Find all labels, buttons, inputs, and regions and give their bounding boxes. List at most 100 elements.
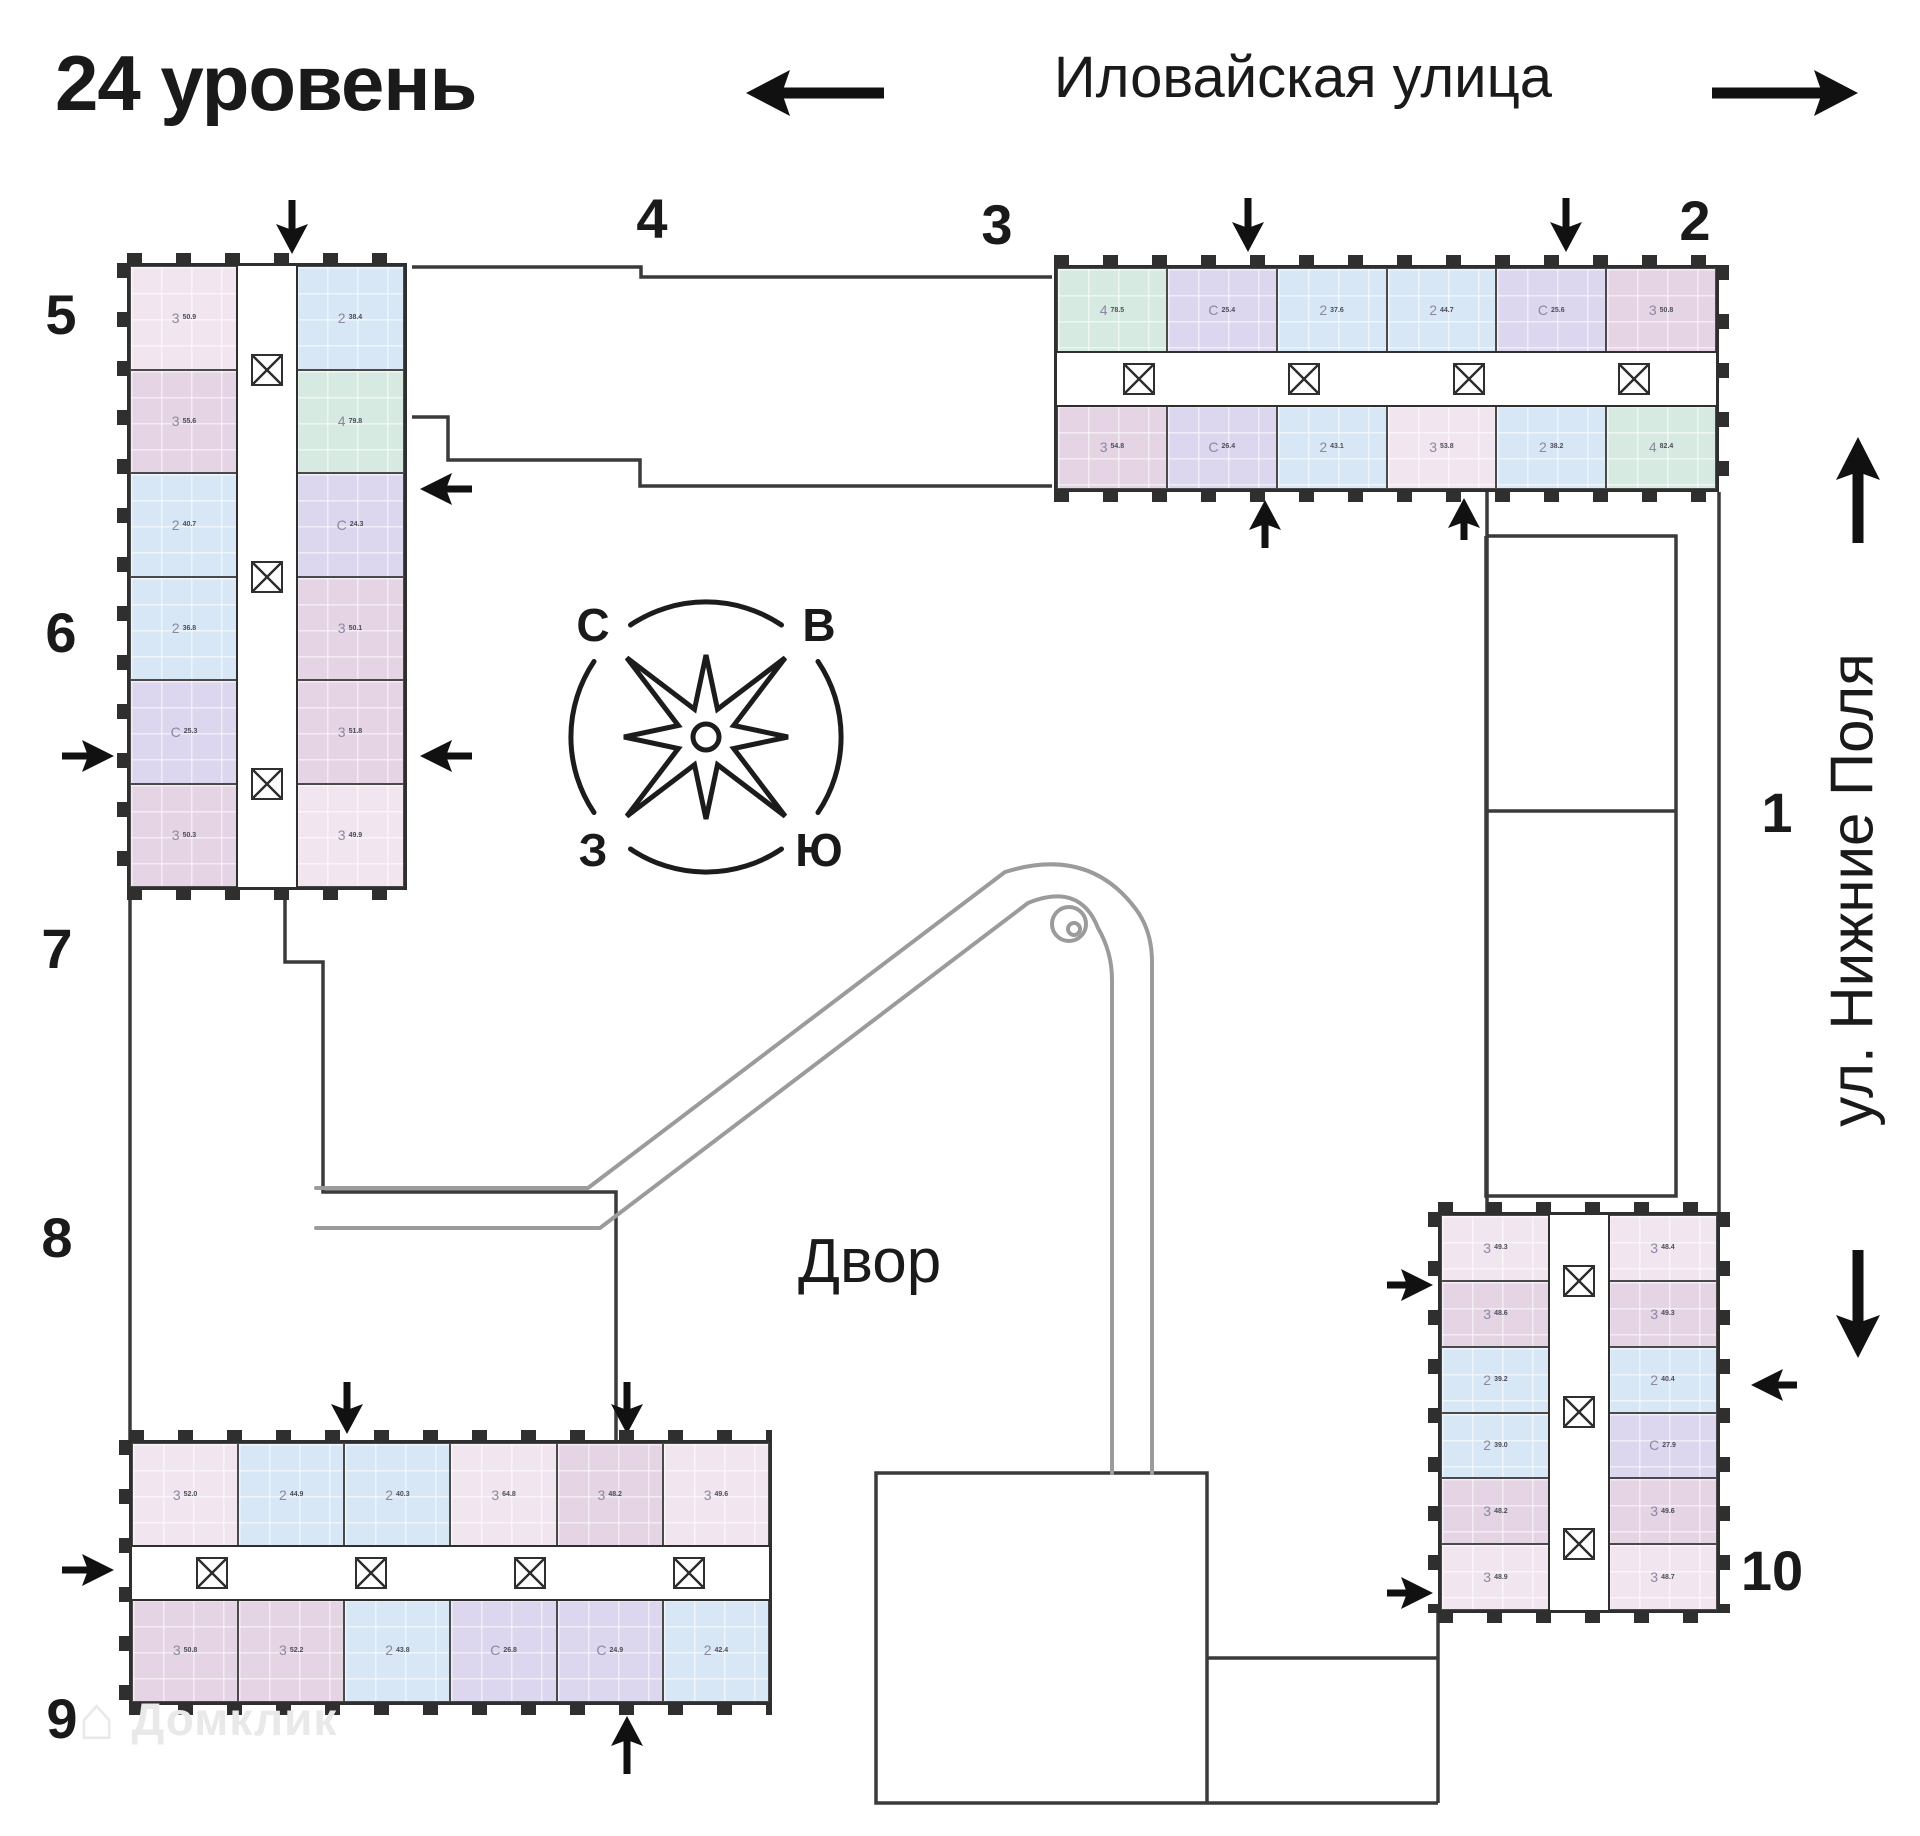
section-number-3: 3 bbox=[981, 193, 1013, 256]
balcony-ticks bbox=[117, 263, 128, 890]
unit-type-label: 3 bbox=[337, 723, 346, 740]
unit-type-label: С bbox=[596, 1642, 607, 1659]
unit-area-label: 44.9 bbox=[289, 1491, 304, 1499]
unit-type-label: 2 bbox=[171, 516, 180, 533]
unit-type-label: 2 bbox=[171, 620, 180, 637]
entrance-arrow-b10-right bbox=[1751, 1369, 1797, 1401]
balcony-ticks bbox=[129, 1704, 772, 1715]
entrance-arrow-b32-bottom-2 bbox=[1448, 498, 1480, 540]
unit-area-label: 52.2 bbox=[289, 1646, 304, 1654]
section-number-1: 1 bbox=[1761, 781, 1793, 844]
unit-area-label: 42.4 bbox=[714, 1646, 729, 1654]
unit-area-label: 39.2 bbox=[1494, 1376, 1508, 1384]
unit-area-label: 49.3 bbox=[1494, 1244, 1508, 1252]
street-label-top: Иловайская улица bbox=[1053, 45, 1553, 110]
unit-area-label: 48.2 bbox=[1494, 1507, 1508, 1515]
unit-type-label: 2 bbox=[1319, 438, 1328, 455]
balcony-ticks bbox=[129, 1430, 772, 1441]
unit-type-label: 3 bbox=[337, 827, 346, 844]
balcony-ticks bbox=[1054, 491, 1719, 502]
courtyard-road-outer bbox=[314, 862, 1154, 1475]
entrance-arrow-b9-left bbox=[62, 1554, 114, 1586]
unit-type-label: 3 bbox=[1483, 1569, 1492, 1586]
balcony-ticks bbox=[1718, 265, 1729, 492]
entrance-arrow-b9-top-1 bbox=[331, 1382, 363, 1434]
section-number-2: 2 bbox=[1679, 189, 1711, 252]
road-loop-circle bbox=[1050, 905, 1088, 943]
section7-8-footprint-outline bbox=[128, 890, 618, 1440]
unit-area-label: 40.3 bbox=[395, 1491, 410, 1499]
unit-type-label: 3 bbox=[171, 827, 180, 844]
unit-type-label: 3 bbox=[1483, 1239, 1492, 1256]
entrance-arrow-b32-top-2 bbox=[1550, 198, 1582, 252]
unit-area-label: 37.6 bbox=[1330, 306, 1344, 314]
unit-type-label: 3 bbox=[703, 1486, 712, 1503]
unit-area-label: 38.4 bbox=[348, 314, 363, 322]
watermark: ⌂ Домклик bbox=[78, 1688, 337, 1750]
section-number-5: 5 bbox=[45, 283, 77, 346]
unit-area-label: 53.8 bbox=[1440, 443, 1454, 451]
entrance-arrow-b32-bottom-1 bbox=[1249, 500, 1281, 548]
elevator-core-icon bbox=[1288, 362, 1321, 395]
unit-type-label: 3 bbox=[1483, 1503, 1492, 1520]
unit-type-label: 3 bbox=[172, 1642, 181, 1659]
section-number-6: 6 bbox=[45, 601, 77, 664]
balcony-ticks bbox=[1428, 1212, 1439, 1613]
balcony-ticks bbox=[119, 1440, 130, 1705]
unit-type-label: 3 bbox=[172, 1486, 181, 1503]
unit-area-label: 64.8 bbox=[502, 1491, 516, 1499]
unit-type-label: 3 bbox=[1483, 1305, 1492, 1322]
street-right-arrow-down bbox=[1836, 1250, 1880, 1358]
unit-type-label: С bbox=[1208, 438, 1219, 455]
unit-type-label: 3 bbox=[1650, 1239, 1659, 1256]
unit-area-label: 54.8 bbox=[1110, 443, 1125, 451]
unit-area-label: 78.5 bbox=[1110, 306, 1125, 314]
corridor bbox=[132, 1544, 769, 1601]
street-right-arrow-up bbox=[1836, 437, 1880, 543]
unit-area-label: 48.2 bbox=[608, 1491, 622, 1499]
elevator-core-icon bbox=[354, 1556, 387, 1589]
corridor bbox=[236, 266, 298, 887]
unit-area-label: 48.7 bbox=[1661, 1573, 1675, 1581]
street-label-right: ул. Нижние Поля bbox=[1818, 653, 1886, 1127]
unit-type-label: С bbox=[1649, 1437, 1660, 1454]
house-icon: ⌂ bbox=[78, 1684, 116, 1753]
unit-area-label: 26.8 bbox=[503, 1646, 517, 1654]
unit-type-label: 3 bbox=[171, 309, 180, 326]
unit-area-label: 38.2 bbox=[1549, 443, 1564, 451]
street-top-arrow-west bbox=[746, 70, 884, 116]
unit-type-label: 4 bbox=[1648, 438, 1657, 455]
compass-arc-left bbox=[568, 659, 597, 815]
unit-area-label: 40.4 bbox=[1661, 1376, 1675, 1384]
unit-area-label: 24.3 bbox=[349, 521, 364, 529]
elevator-core-icon bbox=[1123, 362, 1156, 395]
